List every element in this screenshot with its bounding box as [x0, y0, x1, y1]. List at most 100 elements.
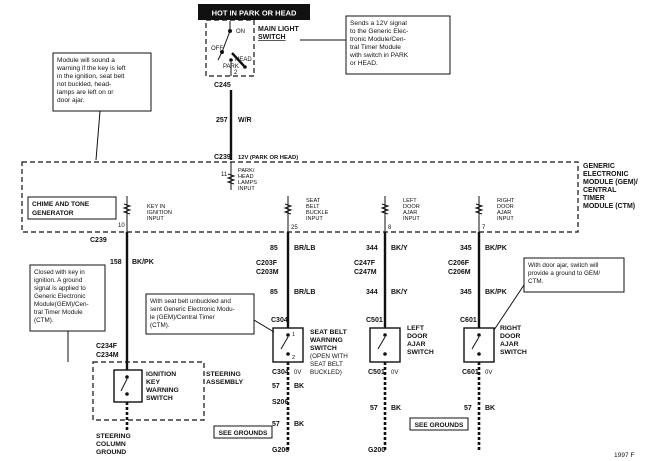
connector-c239-ign: C239	[90, 237, 107, 244]
seat-gnd-circuit: 57	[272, 383, 280, 390]
ignition-switch-label: SWITCH	[146, 395, 173, 402]
switch-pos-park: PARK	[223, 64, 239, 70]
module-input-left-door: 8 LEFT DOOR AJAR INPUT	[380, 196, 420, 232]
right-door-circuit: 345 BK/PK C206F C206M 345 BK/PK C601 RIG…	[448, 232, 527, 452]
connector-c601: C601	[460, 317, 477, 324]
callout-door-ajar-line: With door ajar, switch will	[528, 262, 598, 269]
seat-gnd-color: BK	[294, 383, 304, 390]
headlamp-pin: 11	[221, 172, 228, 178]
figure-code: 1997 F	[614, 452, 635, 459]
module-input-seat-belt: 25 SEAT BELT BUCKLE INPUT	[283, 196, 329, 232]
callout-module	[52, 52, 152, 112]
callout-ignition-line: (CTM).	[34, 317, 54, 324]
ignition-key-switch-body	[113, 369, 143, 403]
steering-column-ground: STEERING	[96, 433, 131, 440]
callout-ignition-line: tral Timer Module	[34, 309, 83, 316]
right-door-switch-label: AJAR	[500, 341, 519, 348]
callout-module-line: warning if the key is left	[56, 65, 126, 72]
wire-85-circuit: 85	[270, 245, 278, 252]
wire-345-circuit-2: 345	[460, 289, 472, 296]
connector-c304-low: C304	[272, 369, 289, 376]
seat-belt-note: SEAT BELT	[310, 361, 343, 368]
callout-door-ajar-line: provide a ground to GEM/	[528, 270, 600, 277]
left-door-volt: 0V	[391, 370, 398, 376]
wire-344-circuit: 344	[366, 245, 378, 252]
seat-belt-note: (OPEN WITH	[310, 353, 348, 360]
callout-seat-belt	[145, 293, 255, 335]
headlamp-input-line: PARK/	[238, 168, 255, 174]
gem-title-line: GENERIC	[583, 163, 615, 170]
module-input-key: 10 KEY IN IGNITION INPUT	[118, 196, 172, 232]
right-door-switch-body	[463, 327, 495, 363]
callout-ignition-line: signal is applied to	[34, 285, 86, 292]
callout-main-switch-text: Sends a 12V signal to the Generic Elec- …	[349, 20, 409, 67]
callout-ignition-line: Closed with key in	[34, 269, 85, 276]
callout-ignition	[29, 264, 106, 332]
callout-door-ajar-text: With door ajar, switch will provide a gr…	[528, 262, 600, 285]
callout-door-ajar-leader	[493, 284, 525, 331]
chime-line-2: GENERATOR	[32, 210, 74, 217]
wire-85-color: BR/LB	[294, 245, 315, 252]
switch-pin: 2	[234, 70, 238, 76]
input-pin: 7	[482, 225, 486, 231]
left-door-switch-label: DOOR	[407, 333, 427, 340]
seat-belt-switch-label: SEAT BELT	[310, 329, 348, 336]
left-gnd-color: BK	[391, 405, 401, 412]
callout-module-line: Module will sound a	[57, 57, 115, 64]
callout-main-switch-line: or HEAD.	[350, 60, 378, 67]
callout-seat-belt-text: With seat belt unbuckled and sent Generi…	[150, 298, 235, 329]
headlamp-input-resistor	[226, 173, 236, 185]
wire-345-color-2: BK/PK	[485, 289, 507, 296]
wire-158-color: BK/PK	[132, 259, 154, 266]
headlamp-input-line: HEAD	[238, 174, 254, 180]
switch-pos-head: HEAD	[235, 57, 252, 63]
wire-85-color-2: BR/LB	[294, 289, 315, 296]
header-label-box	[198, 4, 310, 20]
seat-gnd-color-2: BK	[294, 421, 304, 428]
callout-module-line: in the ignition, seat belt	[57, 73, 125, 80]
connector-c234m: C234M	[96, 352, 119, 359]
input-pin: 25	[291, 225, 298, 231]
callout-module-line: not buckled, head-	[57, 81, 111, 88]
left-door-switch-label: SWITCH	[407, 349, 434, 356]
seat-belt-circuit: 85 BR/LB C203F C203M 85 BR/LB C304 1 2 S…	[256, 232, 348, 454]
seat-belt-switch-body	[272, 327, 304, 363]
callout-module-text: Module will sound a warning if the key i…	[56, 57, 126, 104]
input-pin: 8	[388, 225, 392, 231]
module-input-right-door: 7 RIGHT DOOR AJAR INPUT	[474, 196, 515, 232]
feed-note: 12V (PARK OR HEAD)	[238, 155, 298, 161]
input-label-line: DOOR	[497, 204, 514, 210]
callout-ignition-line: Generic Electronic	[34, 293, 85, 300]
connector-c245: C245	[214, 82, 231, 89]
headlamp-input-line: INPUT	[238, 186, 255, 192]
seat-belt-volt: 0V	[294, 370, 301, 376]
main-light-switch-box	[205, 19, 255, 77]
wire-257-circuit: 257	[216, 117, 228, 124]
input-label-line: INPUT	[306, 216, 323, 222]
seat-belt-pin-top: 1	[292, 332, 295, 338]
headlamp-input-label: PARK/ HEAD LAMPS INPUT	[238, 168, 257, 192]
wire-344-color: BK/Y	[391, 245, 408, 252]
callout-module-line: door ajar.	[57, 97, 85, 104]
seat-gnd-circuit-2: 57	[272, 421, 280, 428]
see-grounds-box-1[interactable]	[213, 425, 273, 439]
see-grounds-2[interactable]: SEE GROUNDS	[415, 422, 464, 429]
gem-title-line: TIMER	[583, 195, 605, 202]
seat-belt-note: BUCKLED)	[310, 369, 342, 376]
gem-ctm-title: GENERIC ELECTRONIC MODULE (GEM)/ CENTRAL…	[583, 163, 638, 210]
callout-main-switch-line: to the Generic Elec-	[350, 28, 408, 35]
callout-ignition-line: ignition. A ground	[34, 277, 83, 284]
callout-main-switch-line: Sends a 12V signal	[350, 20, 407, 27]
right-door-switch-label: DOOR	[500, 333, 520, 340]
right-gnd-color: BK	[485, 405, 495, 412]
header-label: HOT IN PARK OR HEAD	[212, 9, 297, 18]
input-label-line: INPUT	[147, 216, 164, 222]
see-grounds-1[interactable]: SEE GROUNDS	[219, 430, 268, 437]
callout-main-switch-line: tral Timer Module	[350, 44, 401, 51]
wire-345-circuit: 345	[460, 245, 472, 252]
input-label-line: INPUT	[403, 216, 420, 222]
right-door-switch-label: RIGHT	[500, 325, 522, 332]
see-grounds-box-2[interactable]	[409, 417, 469, 431]
switch-pos-off: OFF	[211, 46, 223, 52]
callout-main-switch-line: tronic Module/Cen-	[350, 36, 406, 43]
